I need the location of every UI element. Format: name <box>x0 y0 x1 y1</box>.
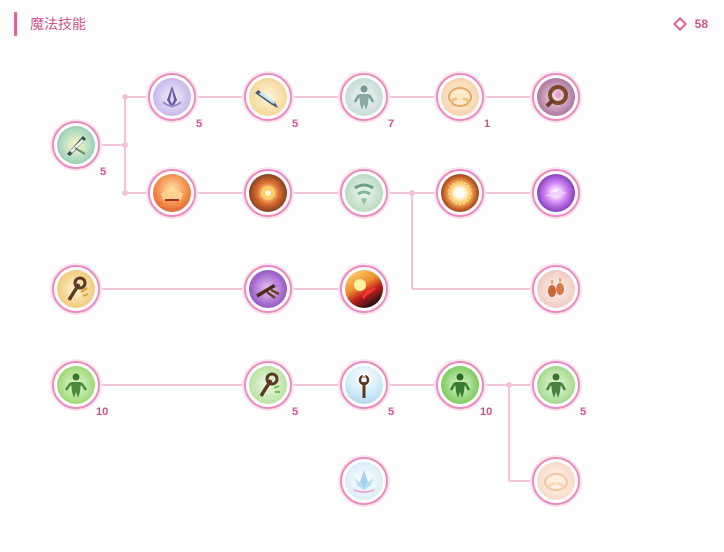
bronze-ring-icon <box>537 78 575 116</box>
ember-seeds-icon <box>537 270 575 308</box>
skill-ice-lotus[interactable] <box>340 457 388 505</box>
crystal-blade-icon <box>57 126 95 164</box>
skill-golden-halo[interactable] <box>436 73 484 121</box>
skill-mage-staff[interactable] <box>52 265 100 313</box>
skill-ice-wand[interactable] <box>340 361 388 409</box>
green-guardian-icon <box>441 366 479 404</box>
wind-vortex-icon <box>345 174 383 212</box>
skill-ember-seeds[interactable] <box>532 265 580 313</box>
skill-flame-burst[interactable] <box>244 169 292 217</box>
skill-level: 5 <box>292 406 299 418</box>
skill-level: 10 <box>96 406 109 418</box>
ghost-figure-icon <box>345 78 383 116</box>
skill-bronze-ring[interactable] <box>532 73 580 121</box>
skill-pink-halo[interactable] <box>532 457 580 505</box>
flame-burst-icon <box>249 174 287 212</box>
skill-solar-ring[interactable] <box>436 169 484 217</box>
sun-strike-icon <box>345 270 383 308</box>
golden-halo-icon <box>441 78 479 116</box>
skill-level: 1 <box>484 118 491 130</box>
skill-level: 10 <box>480 406 493 418</box>
crystal-shard-icon <box>153 78 191 116</box>
header-accent-bar <box>14 12 17 36</box>
skill-nature-staff[interactable] <box>244 361 292 409</box>
pink-halo-icon <box>537 462 575 500</box>
skill-points: 58 <box>672 16 708 32</box>
skill-wind-vortex[interactable] <box>340 169 388 217</box>
skill-ghost-figure[interactable] <box>340 73 388 121</box>
skill-green-aura[interactable] <box>52 361 100 409</box>
skill-points-value: 58 <box>694 17 708 31</box>
skill-level: 5 <box>388 406 395 418</box>
solar-ring-icon <box>441 174 479 212</box>
nature-staff-icon <box>249 366 287 404</box>
skill-green-guardian[interactable] <box>436 361 484 409</box>
skill-crystal-blade[interactable] <box>52 121 100 169</box>
skill-level: 5 <box>100 166 107 178</box>
skill-green-spirit[interactable] <box>532 361 580 409</box>
violet-flash-icon <box>537 174 575 212</box>
page-title: 魔法技能 <box>30 17 86 33</box>
skill-level: 7 <box>388 118 395 130</box>
skill-level: 5 <box>196 118 203 130</box>
skill-sun-strike[interactable] <box>340 265 388 313</box>
fire-orb-icon <box>153 174 191 212</box>
green-spirit-icon <box>537 366 575 404</box>
skill-purple-staff[interactable] <box>244 265 292 313</box>
skill-level: 5 <box>580 406 587 418</box>
skill-fire-orb[interactable] <box>148 169 196 217</box>
skill-crystal-shard[interactable] <box>148 73 196 121</box>
skill-violet-flash[interactable] <box>532 169 580 217</box>
purple-staff-icon <box>249 270 287 308</box>
ice-wand-icon <box>345 366 383 404</box>
skill-level: 5 <box>292 118 299 130</box>
skill-crystal-spear[interactable] <box>244 73 292 121</box>
green-aura-icon <box>57 366 95 404</box>
ice-lotus-icon <box>345 462 383 500</box>
mage-staff-icon <box>57 270 95 308</box>
crystal-spear-icon <box>249 78 287 116</box>
